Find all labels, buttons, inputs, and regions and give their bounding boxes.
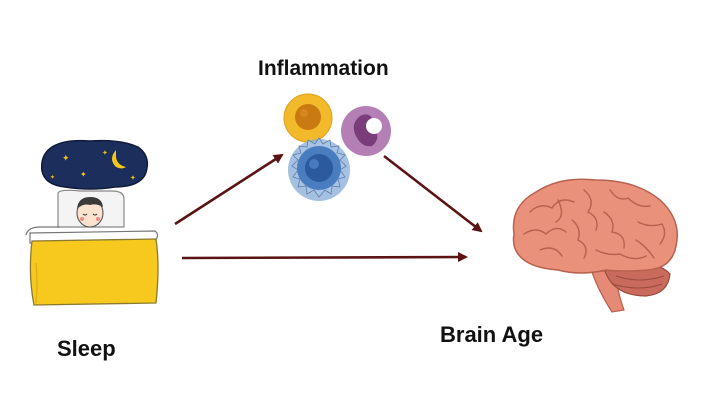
arrow-inflammation-to-brain-age (383, 154, 483, 233)
brain-icon (512, 178, 678, 313)
brain-age-label: Brain Age (440, 322, 544, 347)
sleeping-person-icon: ✦ ✦ ✦ ✦ ✦ (25, 139, 159, 306)
arrow-sleep-to-brain-age (181, 252, 468, 263)
inflammation-label: Inflammation (258, 57, 389, 80)
immune-cells-icon (283, 93, 391, 201)
arrow-sleep-to-inflammation (174, 153, 284, 226)
yellow-cell-icon (283, 93, 333, 143)
blue-cell-icon (288, 137, 350, 201)
sleep-label: Sleep (57, 336, 116, 361)
svg-text:✦: ✦ (130, 174, 136, 182)
svg-text:✦: ✦ (62, 154, 70, 164)
svg-text:✦: ✦ (80, 170, 87, 179)
purple-cell-icon (341, 106, 391, 156)
svg-text:✦: ✦ (102, 149, 108, 157)
svg-text:✦: ✦ (50, 174, 55, 181)
